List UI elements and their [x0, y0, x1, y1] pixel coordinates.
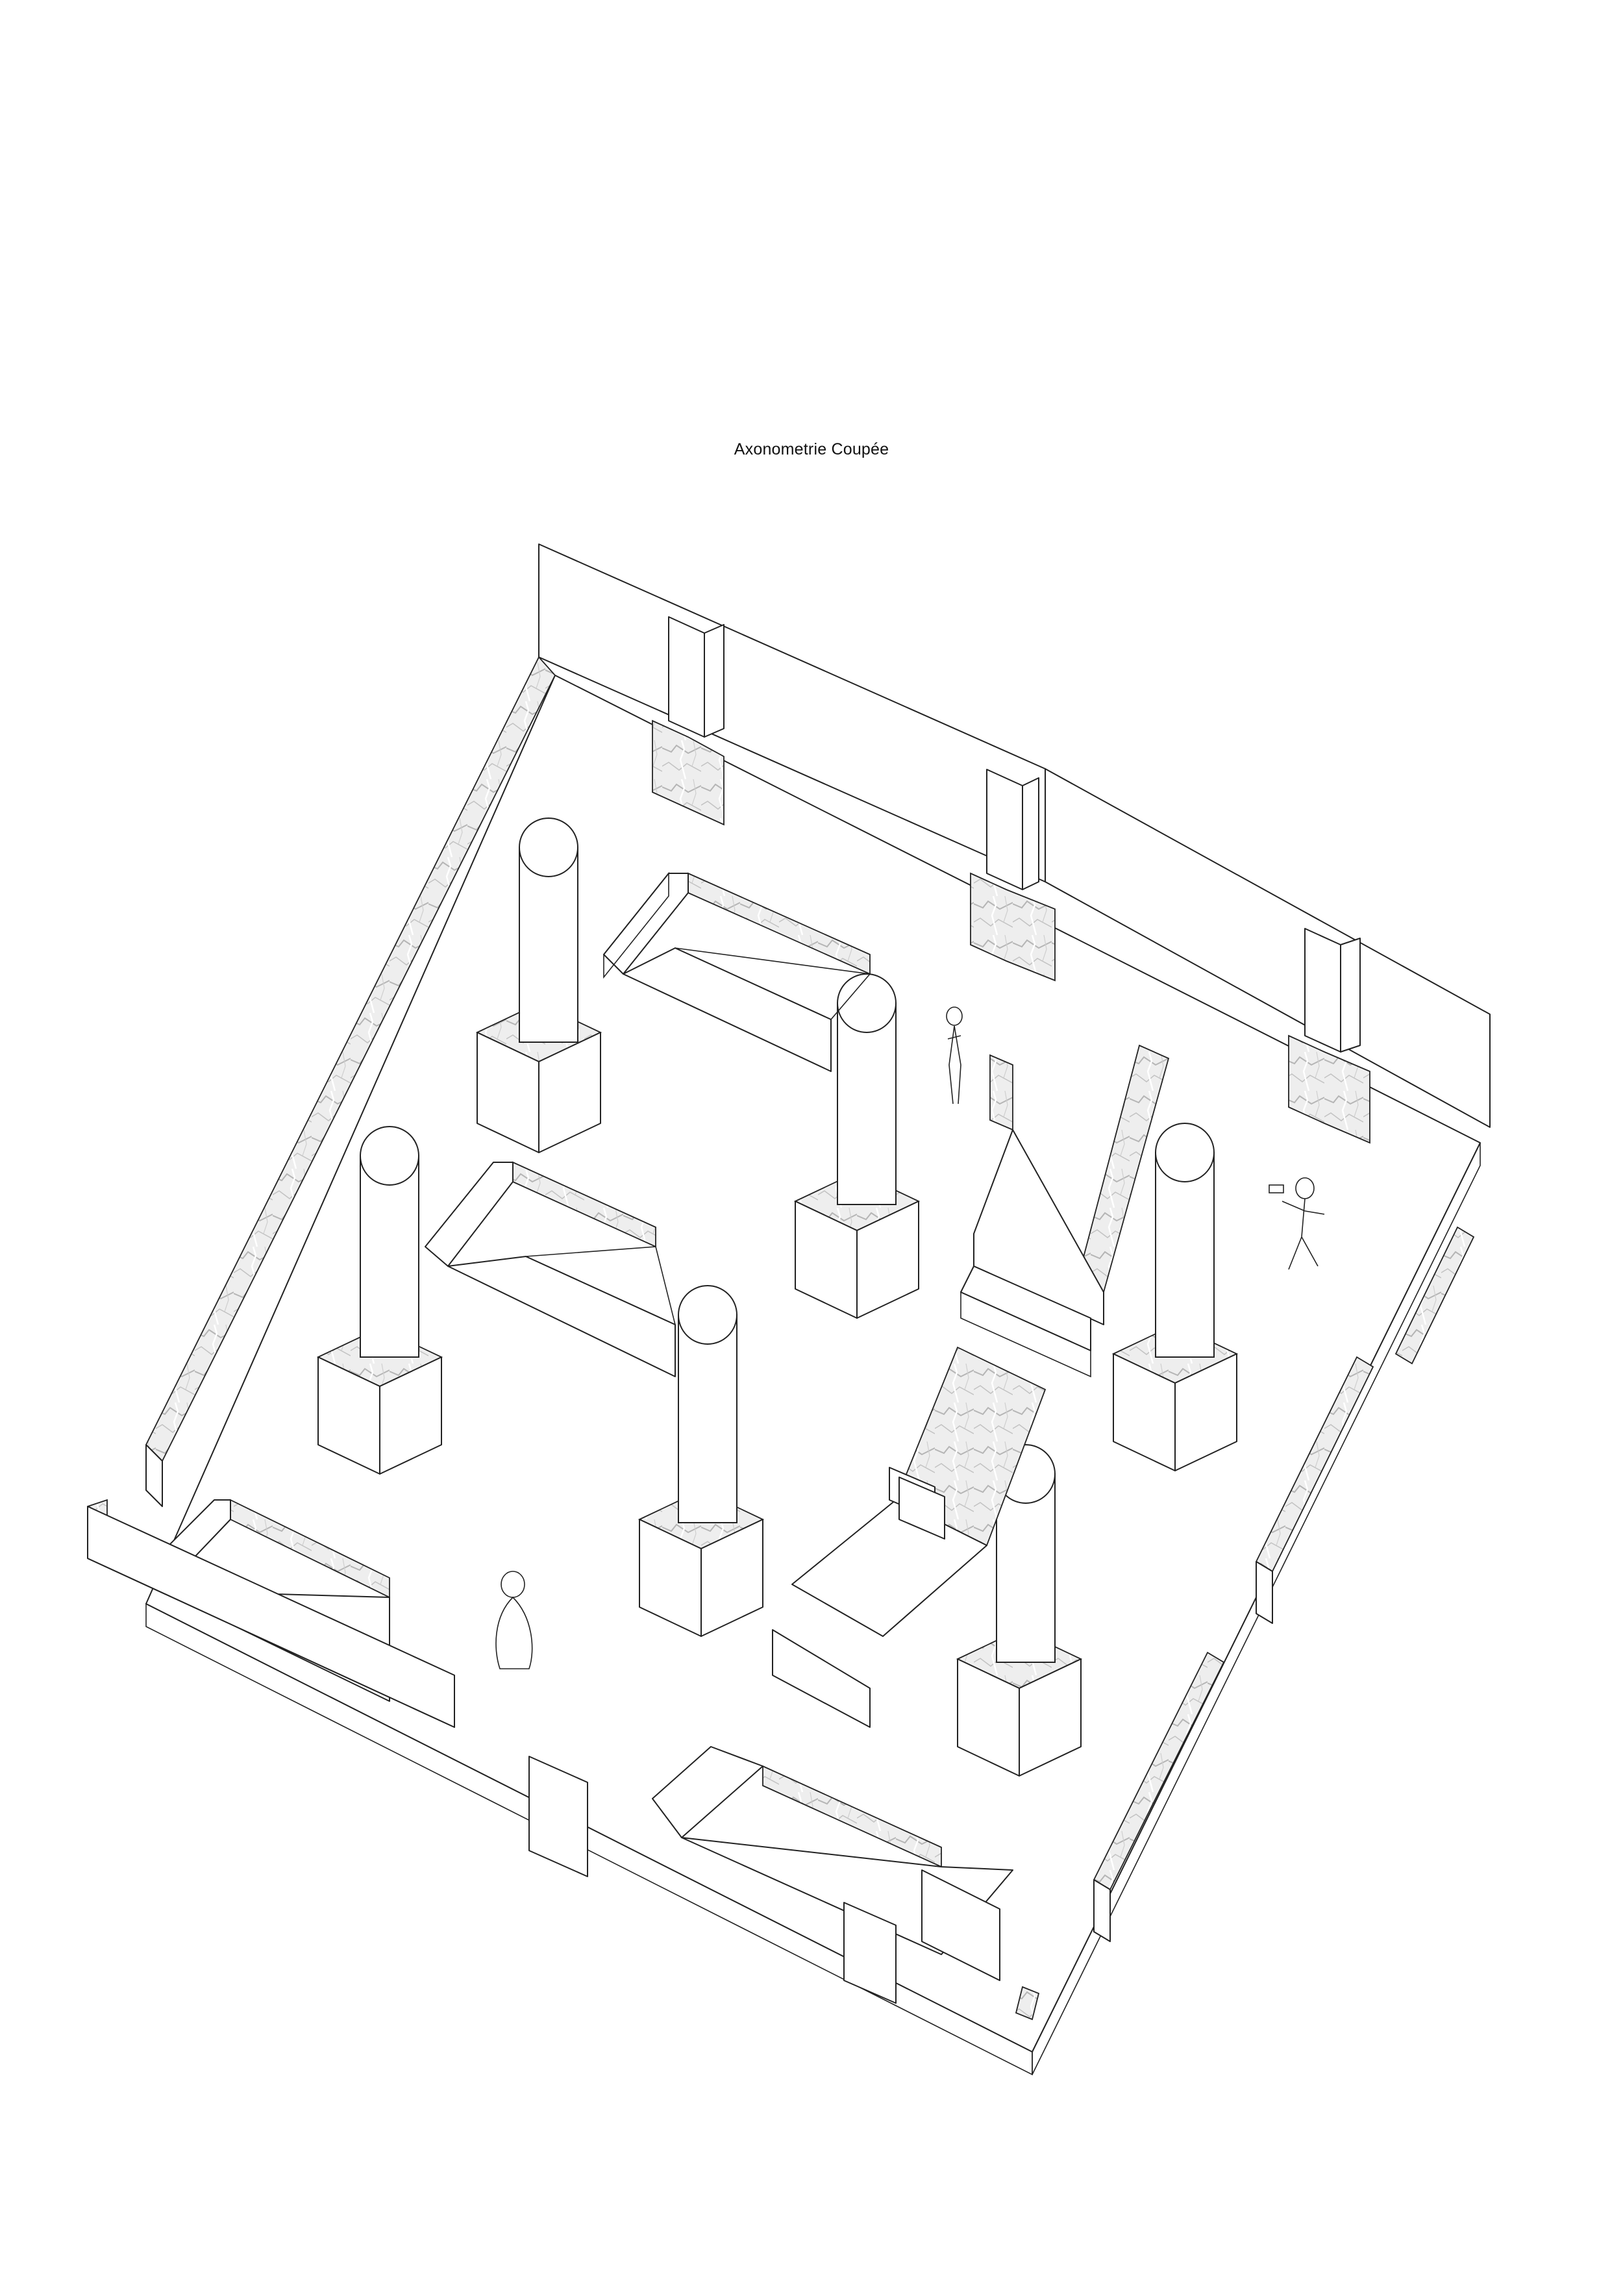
column-5 — [638, 1285, 765, 1637]
section-wall-right-2 — [1255, 1356, 1374, 1624]
pilaster-back-1 — [652, 616, 725, 826]
figure-skeleton — [1269, 1177, 1325, 1270]
stair-bench-3 — [960, 1044, 1170, 1378]
front-wall-right — [843, 1902, 897, 2004]
stair-bench-2 — [425, 1161, 676, 1377]
section-wall-corner — [1015, 1986, 1040, 2021]
pilaster-back-3 — [1288, 928, 1370, 1144]
figure-costumed — [495, 1571, 533, 1669]
section-wall-left — [145, 656, 556, 1507]
figure-statue — [946, 1006, 963, 1104]
section-wall-right-1 — [1394, 1226, 1475, 1365]
floor-slab — [145, 675, 1481, 2076]
front-wall-left — [87, 1499, 455, 1728]
column-4 — [1111, 1123, 1239, 1471]
column-6 — [956, 1444, 1083, 1777]
back-wall-right — [1045, 768, 1491, 1128]
pilaster-back-2 — [970, 769, 1056, 982]
stair-bench-1 — [603, 871, 871, 1072]
drawing-title: Axonometrie Coupée — [734, 440, 889, 458]
front-wall-mid — [528, 1756, 588, 1877]
section-wall-right-3 — [1093, 1651, 1225, 1942]
small-cube — [898, 1477, 945, 1540]
column-3 — [316, 1126, 443, 1475]
column-2 — [793, 973, 921, 1319]
column-1 — [475, 817, 602, 1153]
stair-bench-6 — [652, 1746, 1013, 1981]
